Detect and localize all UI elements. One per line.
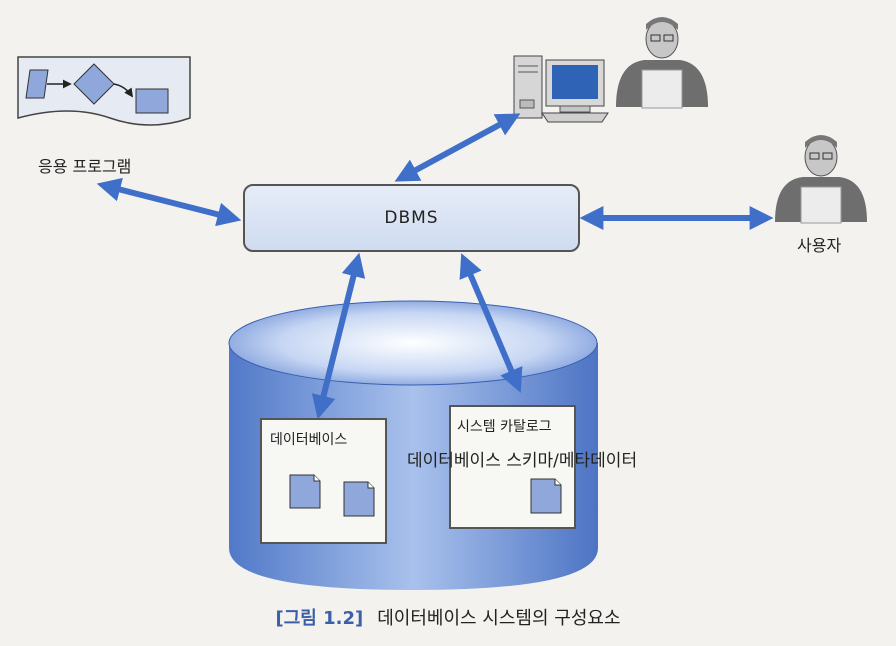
arrow-terminal-dbms [394,113,521,182]
person-icon [775,135,867,224]
figure-title: 데이터베이스 시스템의 구성요소 [377,608,621,629]
app-program-label: 응용 프로그램 [38,157,132,176]
system-catalog-label: 시스템 카탈로그 [457,419,552,435]
document-icon [289,474,321,509]
dbms-label: DBMS [384,208,439,228]
system-catalog-panel: 시스템 카탈로그 [449,405,576,529]
catalog-contents-label: 데이터베이스 스키마/메타데이터 [407,451,638,471]
document-icon [530,478,562,514]
database-panel: 데이터베이스 [260,418,387,544]
dbms-box: DBMS [243,184,580,252]
document-icon [343,481,375,517]
arrow-dbms-database [311,252,366,420]
document-icons [289,474,375,517]
flowchart-icon [17,56,191,126]
figure-caption: [그림 1.2] 데이터베이스 시스템의 구성요소 [0,604,896,630]
user-label: 사용자 [797,236,842,255]
database-label: 데이터베이스 [270,432,348,448]
computer-terminal-icon [513,55,609,123]
catalog-document [530,478,562,514]
person-icon [616,17,708,109]
arrow-app-dbms [96,177,242,227]
arrows [96,113,774,420]
arrow-dbms-catalog [459,253,523,393]
figure-number: [그림 1.2] [275,608,364,629]
